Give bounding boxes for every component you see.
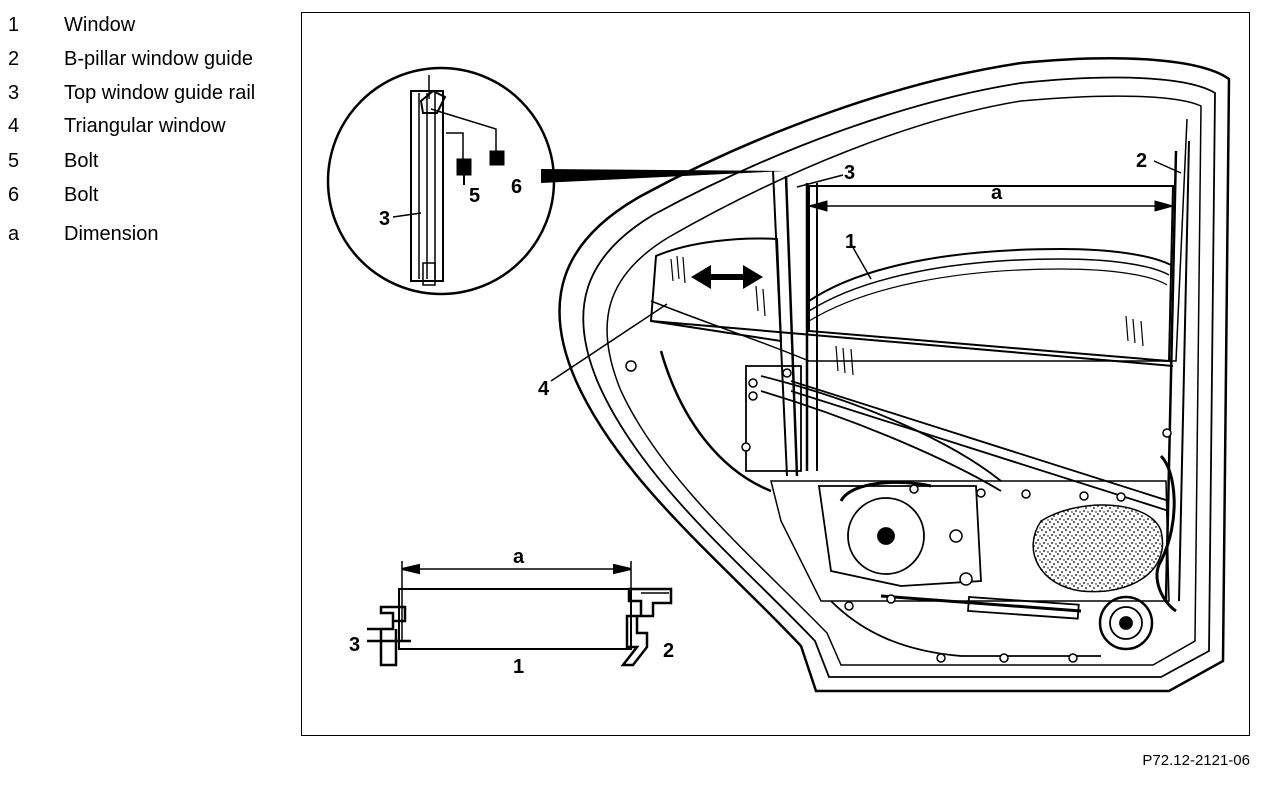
inset-leader-line <box>541 169 786 183</box>
legend-text: Top window guide rail <box>64 82 256 104</box>
legend-number: 2 <box>8 48 20 70</box>
illustration-frame: 3 5 6 3 2 a 1 4 a 1 2 3 <box>301 12 1250 736</box>
callout-2-section: 2 <box>663 640 674 662</box>
door-internals <box>659 350 1177 657</box>
legend-text: Triangular window <box>64 115 226 137</box>
callout-3-main: 3 <box>844 162 855 184</box>
door-bolts <box>625 360 1172 663</box>
legend-number: 1 <box>8 14 20 36</box>
window-glass <box>649 140 1190 602</box>
callout-leaders <box>392 160 1182 382</box>
legend-number: 4 <box>8 115 20 137</box>
legend-number: 3 <box>8 82 20 104</box>
callout-1-section: 1 <box>513 656 524 678</box>
legend-text: Bolt <box>64 150 99 172</box>
inset-detail <box>326 66 556 296</box>
speaker-foam <box>1032 504 1164 593</box>
callout-5-inset: 5 <box>469 185 480 207</box>
legend-text: B-pillar window guide <box>64 48 253 70</box>
callout-4-main: 4 <box>538 378 550 400</box>
dimension-a <box>807 200 1175 212</box>
legend-number: 5 <box>8 150 20 172</box>
callout-3-section: 3 <box>349 634 360 656</box>
legend-number: 6 <box>8 184 20 206</box>
callout-3-inset: 3 <box>379 208 390 230</box>
callout-2-main: 2 <box>1136 150 1147 172</box>
adjust-arrow-icon <box>691 265 763 289</box>
legend-text: Dimension <box>64 223 159 245</box>
callout-a-section: a <box>513 546 525 568</box>
figure-reference: P72.12-2121-06 <box>1142 752 1250 769</box>
legend-text: Bolt <box>64 184 99 206</box>
callout-a-main: a <box>991 182 1003 204</box>
legend-number: a <box>8 223 20 245</box>
callout-6-inset: 6 <box>511 176 522 198</box>
callout-1-main: 1 <box>845 231 856 253</box>
glass-hatching <box>670 255 1144 376</box>
legend-text: Window <box>64 14 136 36</box>
door-illustration: 3 5 6 3 2 a 1 4 a 1 2 3 <box>326 57 1231 693</box>
section-detail <box>367 561 673 667</box>
